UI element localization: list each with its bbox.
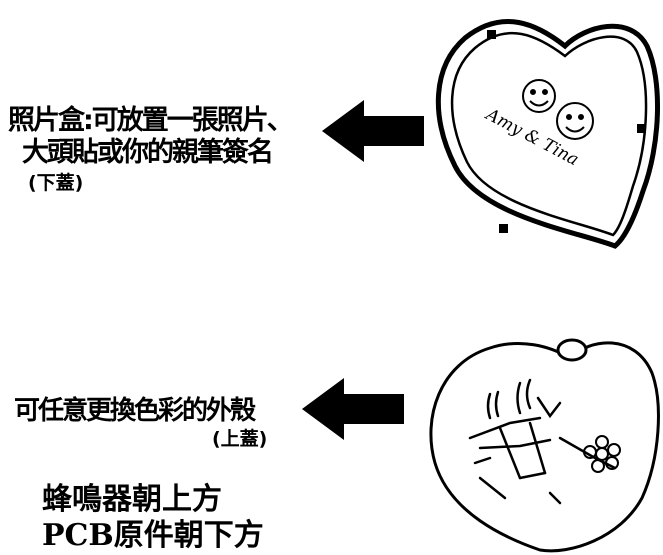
left-arrow-icon: [302, 378, 404, 440]
top-caption-line1: 照片盒:可放置一張照片、: [8, 105, 294, 136]
bottom-caption-sub: (上蓋): [212, 428, 268, 450]
buzzer-note: 蜂鳴器朝上方: [42, 482, 222, 517]
photo-box-heart-drawing: Amy & Tina: [435, 19, 661, 249]
pcb-note: PCB原件朝下方: [42, 518, 264, 553]
top-caption-sub: (下蓋): [28, 172, 84, 194]
bottom-caption-line1: 可任意更換色彩的外殼: [14, 396, 256, 426]
outer-shell-heart-drawing: [429, 338, 660, 553]
top-caption-line2: 大頭貼或你的親筆簽名: [22, 137, 274, 168]
left-arrow-icon: [322, 100, 424, 162]
